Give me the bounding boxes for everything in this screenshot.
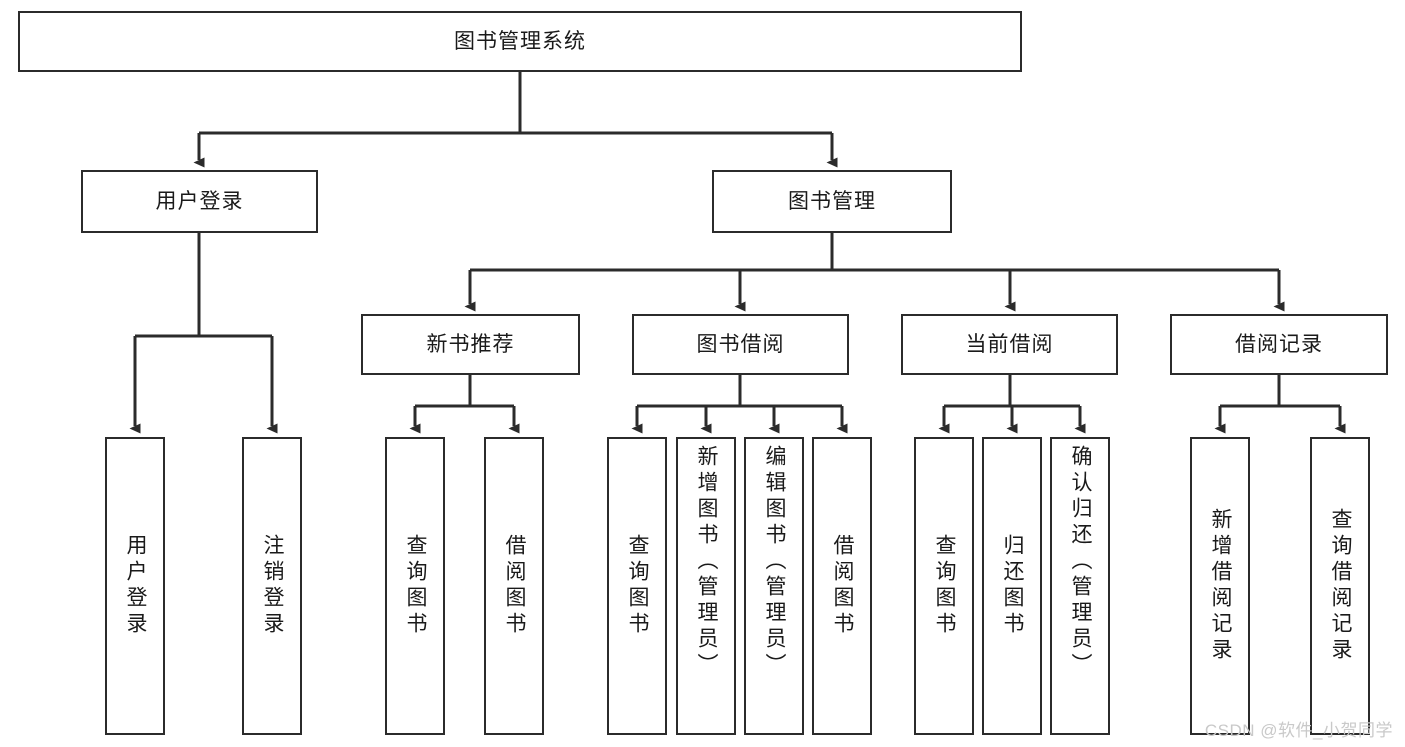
leaf-confirm-return-admin-label: 确认归还（管理员） bbox=[1069, 445, 1093, 679]
leaf-new-book-query[interactable]: 查询图书 bbox=[385, 437, 445, 735]
leaf-new-book-query-label: 查询图书 bbox=[404, 534, 428, 638]
node-root-label: 图书管理系统 bbox=[454, 29, 586, 53]
leaf-user-login-label: 用户登录 bbox=[124, 534, 148, 638]
node-book-borrow-label: 图书借阅 bbox=[696, 332, 785, 356]
leaf-add-borrow-record[interactable]: 新增借阅记录 bbox=[1190, 437, 1250, 735]
leaf-current-query-book-label: 查询图书 bbox=[933, 534, 957, 638]
node-current-borrow-label: 当前借阅 bbox=[965, 332, 1054, 356]
leaf-borrow-book[interactable]: 借阅图书 bbox=[812, 437, 872, 735]
node-book-management-label: 图书管理 bbox=[788, 189, 876, 213]
node-book-management[interactable]: 图书管理 bbox=[712, 170, 952, 233]
leaf-add-borrow-record-label: 新增借阅记录 bbox=[1209, 508, 1233, 664]
leaf-add-book-admin[interactable]: 新增图书（管理员） bbox=[676, 437, 736, 735]
leaf-query-borrow-record[interactable]: 查询借阅记录 bbox=[1310, 437, 1370, 735]
leaf-current-query-book[interactable]: 查询图书 bbox=[914, 437, 974, 735]
node-borrow-record-label: 借阅记录 bbox=[1235, 332, 1323, 356]
leaf-edit-book-admin-label: 编辑图书（管理员） bbox=[763, 445, 787, 679]
node-root[interactable]: 图书管理系统 bbox=[18, 11, 1022, 72]
node-borrow-record[interactable]: 借阅记录 bbox=[1170, 314, 1388, 375]
leaf-borrow-book-label: 借阅图书 bbox=[831, 534, 855, 638]
leaf-confirm-return-admin[interactable]: 确认归还（管理员） bbox=[1050, 437, 1110, 735]
leaf-return-book-label: 归还图书 bbox=[1001, 534, 1025, 638]
node-user-login[interactable]: 用户登录 bbox=[81, 170, 318, 233]
leaf-query-borrow-record-label: 查询借阅记录 bbox=[1329, 508, 1353, 664]
node-current-borrow[interactable]: 当前借阅 bbox=[901, 314, 1118, 375]
node-new-book-recommend-label: 新书推荐 bbox=[426, 332, 515, 356]
node-new-book-recommend[interactable]: 新书推荐 bbox=[361, 314, 580, 375]
leaf-edit-book-admin[interactable]: 编辑图书（管理员） bbox=[744, 437, 804, 735]
leaf-new-book-borrow-label: 借阅图书 bbox=[503, 534, 527, 638]
leaf-new-book-borrow[interactable]: 借阅图书 bbox=[484, 437, 544, 735]
leaf-user-login[interactable]: 用户登录 bbox=[105, 437, 165, 735]
node-user-login-label: 用户登录 bbox=[155, 189, 244, 213]
leaf-user-logout[interactable]: 注销登录 bbox=[242, 437, 302, 735]
node-book-borrow[interactable]: 图书借阅 bbox=[632, 314, 849, 375]
leaf-return-book[interactable]: 归还图书 bbox=[982, 437, 1042, 735]
leaf-add-book-admin-label: 新增图书（管理员） bbox=[695, 445, 719, 679]
leaf-borrow-query-book[interactable]: 查询图书 bbox=[607, 437, 667, 735]
leaf-borrow-query-book-label: 查询图书 bbox=[626, 534, 650, 638]
leaf-user-logout-label: 注销登录 bbox=[261, 534, 285, 638]
